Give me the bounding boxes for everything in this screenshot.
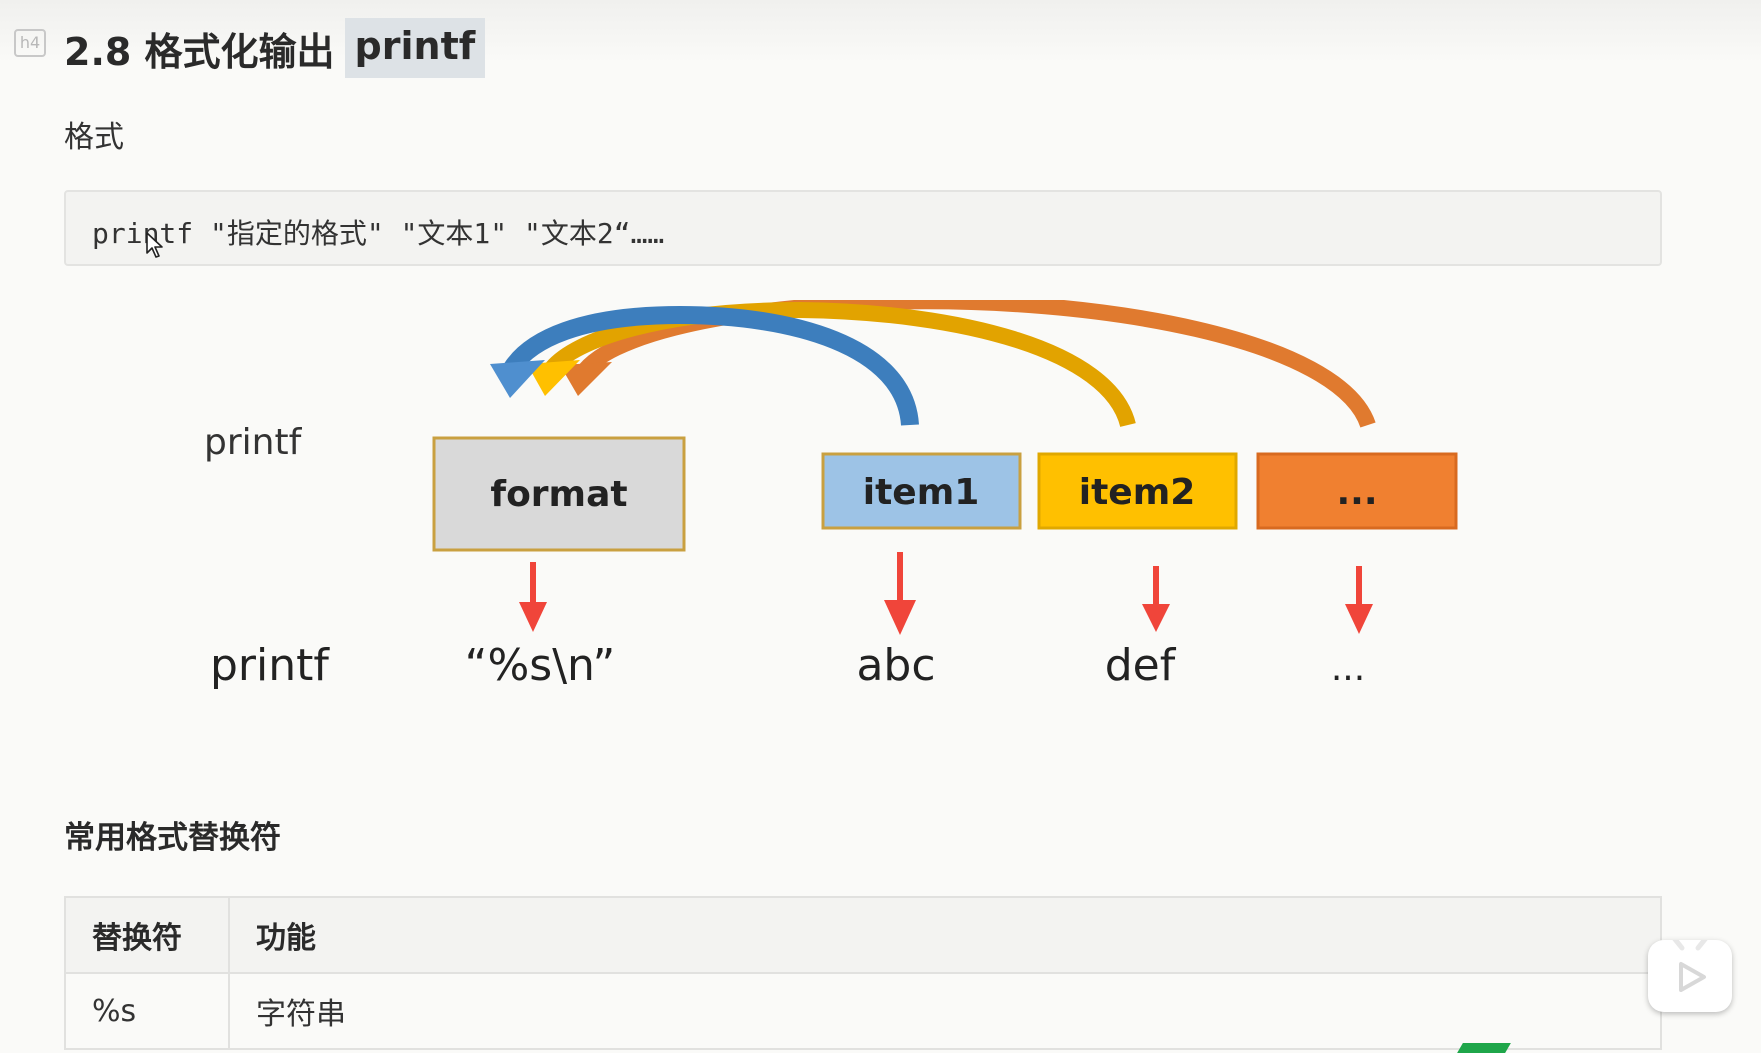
page-title: 2.8 格式化输出 printf	[64, 18, 486, 78]
curve-arrow-item1	[490, 305, 919, 427]
row2-value-format: “%s\n”	[465, 640, 616, 691]
play-icon	[1671, 935, 1709, 992]
table-header-function: 功能	[228, 896, 1662, 974]
code-block[interactable]: printf "指定的格式" "文本1" "文本2“……	[64, 190, 1662, 266]
down-arrow-format	[519, 562, 547, 632]
table-row: %s 字符串	[64, 972, 1662, 1050]
item1-box	[821, 452, 1022, 530]
mouse-cursor-icon	[146, 232, 163, 258]
curve-arrow-more	[560, 300, 1376, 428]
section-title: 常用格式替换符	[64, 820, 281, 856]
format-label: 格式	[64, 120, 124, 155]
more-box-label: ...	[1336, 472, 1377, 513]
down-arrow-item1	[884, 552, 916, 635]
format-box	[432, 436, 686, 552]
row1-label: printf	[204, 422, 303, 463]
row2-value-item2: def	[1105, 640, 1177, 691]
item1-box-label: item1	[863, 472, 980, 513]
item2-box	[1037, 452, 1238, 530]
table-cell-function: 字符串	[228, 972, 1662, 1050]
item2-box-label: item2	[1079, 472, 1196, 513]
row2-value-more: ...	[1331, 648, 1365, 689]
down-arrow-item2	[1142, 566, 1170, 632]
down-arrow-more	[1345, 566, 1373, 634]
top-band	[0, 0, 1761, 64]
table-header-row: 替换符 功能	[64, 896, 1662, 974]
format-box-label: format	[490, 474, 627, 515]
more-box	[1256, 452, 1458, 530]
row2-value-item1: abc	[856, 640, 935, 691]
heading-level-tag: h4	[14, 29, 46, 57]
page-title-code: printf	[344, 18, 486, 78]
page-title-prefix: 2.8 格式化输出	[64, 29, 335, 74]
play-button[interactable]	[1648, 935, 1732, 1012]
table-header-specifier: 替换符	[64, 896, 230, 974]
curve-arrow-item2	[527, 301, 1136, 428]
printf-diagram: printf format item1 item2 ... printf “%s…	[204, 300, 1458, 691]
green-marker	[1457, 1043, 1511, 1053]
row2-label: printf	[210, 640, 330, 691]
code-line[interactable]: printf "指定的格式" "文本1" "文本2“……	[92, 217, 665, 250]
format-specifier-table: 替换符 功能 %s 字符串	[64, 896, 1662, 1050]
table-cell-specifier: %s	[64, 972, 230, 1050]
